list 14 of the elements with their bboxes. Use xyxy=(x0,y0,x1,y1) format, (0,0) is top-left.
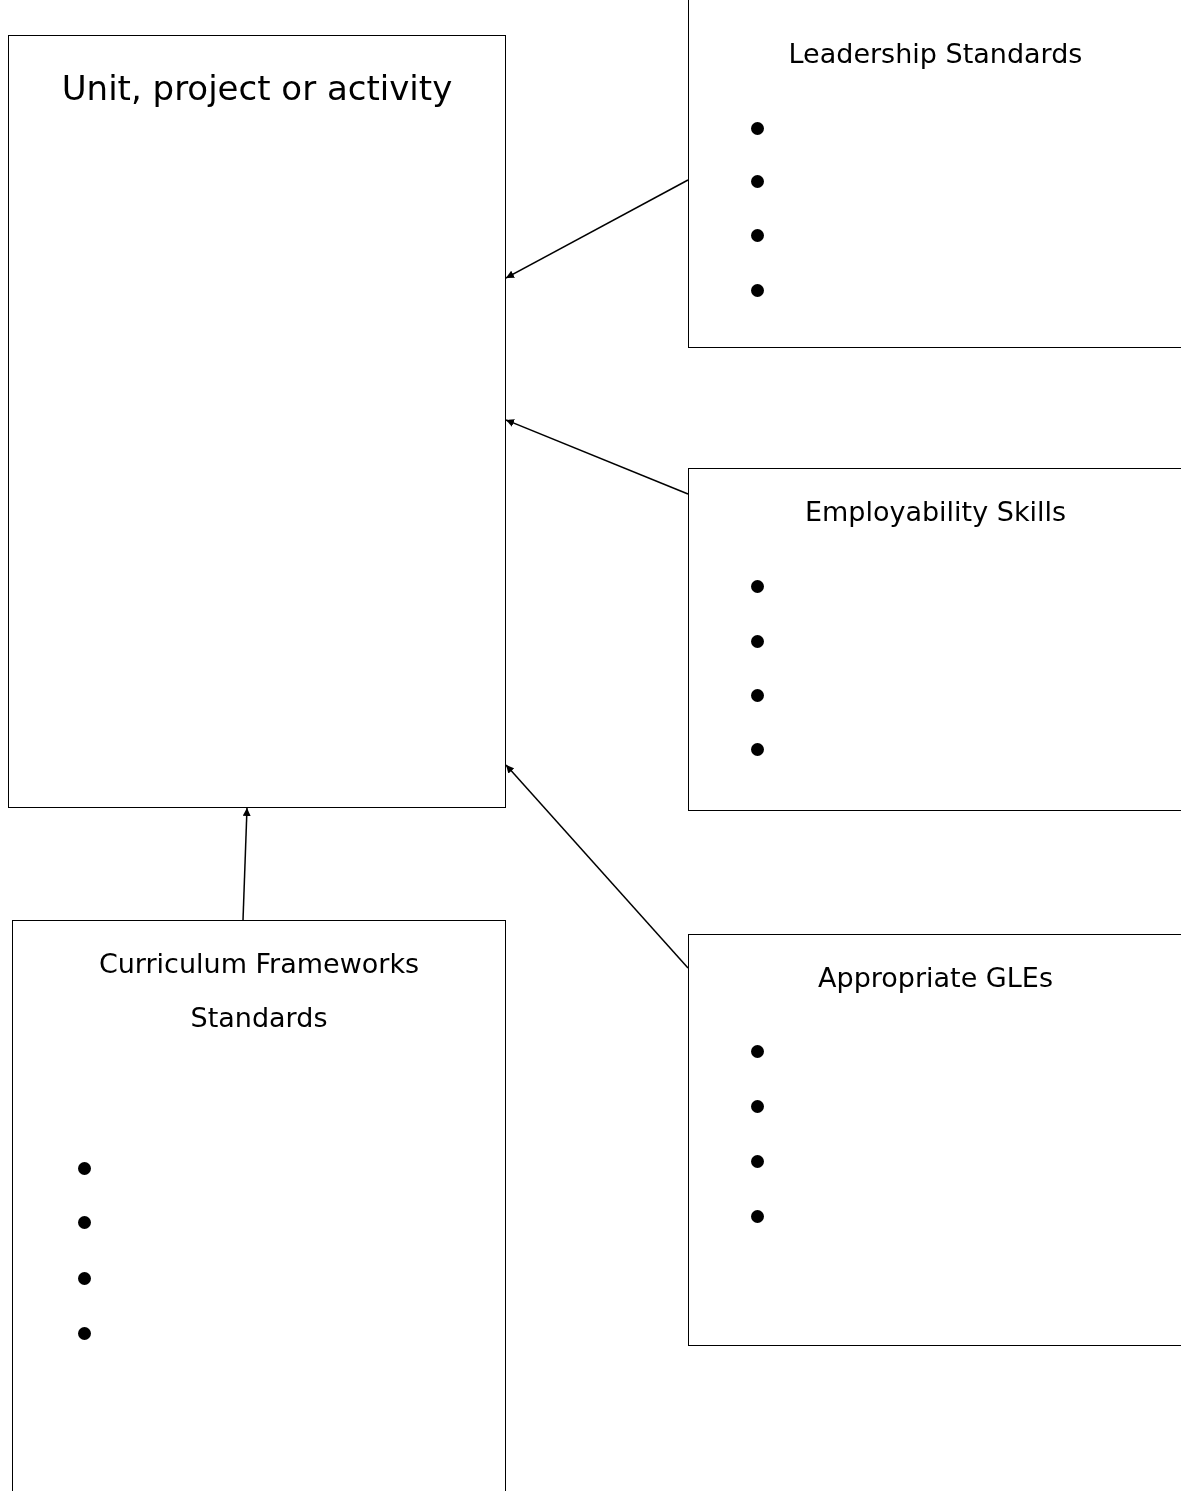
text-box xyxy=(688,468,1181,811)
text-box xyxy=(688,0,1181,348)
box-title: Leadership Standards xyxy=(788,37,1083,71)
arrow xyxy=(505,419,689,495)
arrow xyxy=(505,179,689,279)
arrow xyxy=(505,764,689,969)
text-box xyxy=(8,35,506,808)
box-title: Unit, project or activity xyxy=(61,67,453,110)
box-title: Curriculum Frameworks Standards xyxy=(97,947,421,1035)
box-title: Employability Skills xyxy=(804,495,1067,529)
text-box xyxy=(688,934,1181,1346)
text-box xyxy=(12,920,506,1491)
box-title: Appropriate GLEs xyxy=(818,961,1053,995)
arrow xyxy=(242,807,251,921)
